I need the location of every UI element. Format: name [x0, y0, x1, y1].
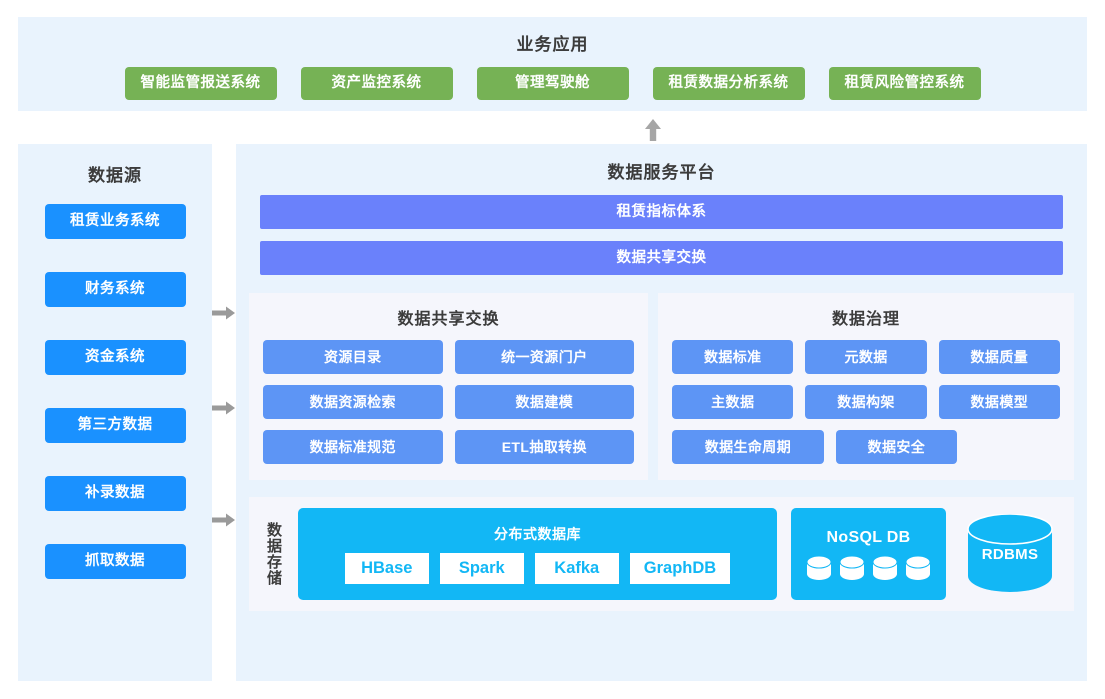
data-service-platform-title: 数据服务平台	[236, 158, 1087, 183]
data-service-platform-section: 数据服务平台 租赁指标体系 数据共享交换 数据共享交换 资源目录 统一资源门户 …	[236, 144, 1087, 681]
rdbms-label: RDBMS	[982, 546, 1039, 563]
storage-chip-graphdb[interactable]: GraphDB	[630, 553, 730, 584]
exchange-cell-data-resource-search[interactable]: 数据资源检索	[263, 385, 443, 419]
storage-chip-kafka[interactable]: Kafka	[535, 553, 619, 584]
database-cylinder-icon-3	[872, 556, 898, 580]
business-chip-leasing-data-analysis[interactable]: 租赁数据分析系统	[653, 67, 805, 100]
governance-grid-spacer	[969, 430, 1060, 464]
business-chip-management-cockpit[interactable]: 管理驾驶舱	[477, 67, 629, 100]
exchange-cell-data-standard-spec[interactable]: 数据标准规范	[263, 430, 443, 464]
data-source-item-funds[interactable]: 资金系统	[45, 340, 186, 375]
database-cylinder-icon-1	[806, 556, 832, 580]
arrow-right-icon-2	[212, 400, 236, 416]
arrow-up-icon	[640, 117, 666, 143]
data-governance-title: 数据治理	[672, 305, 1060, 329]
platform-bar-data-sharing-exchange[interactable]: 数据共享交换	[260, 241, 1063, 275]
storage-chip-spark[interactable]: Spark	[440, 553, 524, 584]
governance-cell-metadata[interactable]: 元数据	[805, 340, 926, 374]
exchange-cell-unified-resource-portal[interactable]: 统一资源门户	[455, 340, 635, 374]
governance-cell-master-data[interactable]: 主数据	[672, 385, 793, 419]
rdbms-inner: RDBMS	[964, 514, 1056, 594]
governance-cell-data-security[interactable]: 数据安全	[836, 430, 957, 464]
data-governance-grid-last-row: 数据生命周期 数据安全	[672, 430, 1060, 464]
distributed-database-title: 分布式数据库	[494, 524, 581, 544]
governance-cell-data-lifecycle[interactable]: 数据生命周期	[672, 430, 824, 464]
governance-cell-data-architecture[interactable]: 数据构架	[805, 385, 926, 419]
business-application-section: 业务应用 智能监管报送系统 资产监控系统 管理驾驶舱 租赁数据分析系统 租赁风险…	[18, 17, 1087, 111]
data-source-section: 数据源 租赁业务系统 财务系统 资金系统 第三方数据 补录数据 抓取数据	[18, 144, 212, 681]
data-source-list: 租赁业务系统 财务系统 资金系统 第三方数据 补录数据 抓取数据	[18, 204, 212, 579]
arrow-right-icon-1	[212, 305, 236, 321]
business-application-chip-row: 智能监管报送系统 资产监控系统 管理驾驶舱 租赁数据分析系统 租赁风险管控系统	[18, 67, 1087, 100]
arrow-right-icon-3	[212, 512, 236, 528]
data-source-item-finance[interactable]: 财务系统	[45, 272, 186, 307]
data-governance-panel: 数据治理 数据标准 元数据 数据质量 主数据 数据构架 数据模型 数据生命周期 …	[658, 293, 1074, 480]
distributed-database-box: 分布式数据库 HBase Spark Kafka GraphDB	[298, 508, 777, 600]
rdbms-box: RDBMS	[960, 508, 1060, 600]
storage-chip-hbase[interactable]: HBase	[345, 553, 429, 584]
business-chip-asset-monitoring[interactable]: 资产监控系统	[301, 67, 453, 100]
distributed-database-chip-row: HBase Spark Kafka GraphDB	[345, 553, 730, 584]
platform-bar-leasing-index-system[interactable]: 租赁指标体系	[260, 195, 1063, 229]
data-source-title: 数据源	[18, 161, 212, 186]
business-chip-intelligent-supervision[interactable]: 智能监管报送系统	[125, 67, 277, 100]
data-source-item-leasing-business[interactable]: 租赁业务系统	[45, 204, 186, 239]
governance-cell-data-standard[interactable]: 数据标准	[672, 340, 793, 374]
data-source-item-supplementary[interactable]: 补录数据	[45, 476, 186, 511]
exchange-cell-data-modeling[interactable]: 数据建模	[455, 385, 635, 419]
data-source-item-crawled[interactable]: 抓取数据	[45, 544, 186, 579]
database-cylinder-icon-4	[905, 556, 931, 580]
nosql-db-title: NoSQL DB	[827, 529, 911, 547]
governance-cell-data-model[interactable]: 数据模型	[939, 385, 1060, 419]
data-storage-label: 数据存储	[263, 508, 284, 600]
data-sharing-exchange-title: 数据共享交换	[263, 305, 634, 329]
data-storage-section: 数据存储 分布式数据库 HBase Spark Kafka GraphDB No…	[249, 497, 1074, 611]
exchange-cell-resource-catalog[interactable]: 资源目录	[263, 340, 443, 374]
database-cylinder-icon-2	[839, 556, 865, 580]
business-application-title: 业务应用	[18, 30, 1087, 55]
data-source-item-third-party[interactable]: 第三方数据	[45, 408, 186, 443]
data-sharing-exchange-grid: 资源目录 统一资源门户 数据资源检索 数据建模 数据标准规范 ETL抽取转换	[263, 340, 634, 464]
nosql-db-box: NoSQL DB	[791, 508, 946, 600]
platform-middle-row: 数据共享交换 资源目录 统一资源门户 数据资源检索 数据建模 数据标准规范 ET…	[249, 293, 1074, 480]
data-governance-grid: 数据标准 元数据 数据质量 主数据 数据构架 数据模型	[672, 340, 1060, 419]
business-chip-leasing-risk-control[interactable]: 租赁风险管控系统	[829, 67, 981, 100]
exchange-cell-etl[interactable]: ETL抽取转换	[455, 430, 635, 464]
governance-cell-data-quality[interactable]: 数据质量	[939, 340, 1060, 374]
data-sharing-exchange-panel: 数据共享交换 资源目录 统一资源门户 数据资源检索 数据建模 数据标准规范 ET…	[249, 293, 648, 480]
nosql-cylinder-row	[806, 556, 931, 580]
